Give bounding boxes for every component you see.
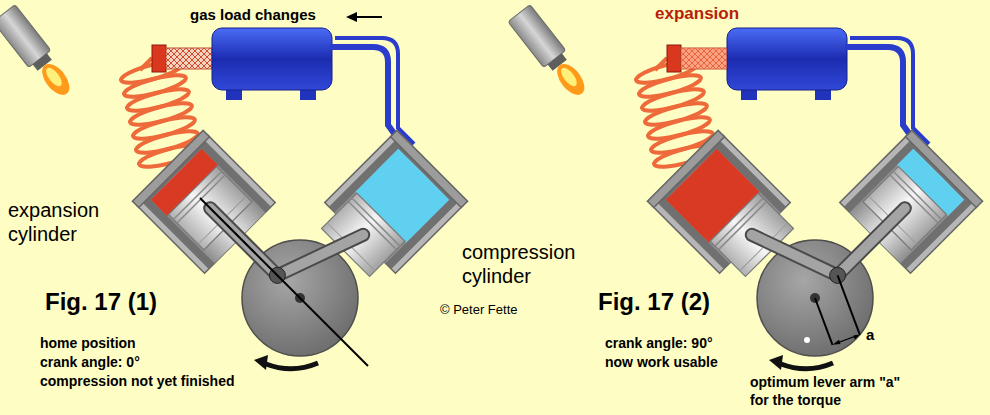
part-name: compression cylinder [462,241,575,287]
dimension-label: a [866,326,874,343]
rotation-arrow [781,363,833,369]
rod-outline [838,208,905,275]
state-note-box: compression not yet finished [40,372,234,390]
figure-number: Fig. 17 (2) [598,288,710,315]
arrow-head [769,355,783,370]
arrow-head [346,12,357,22]
direction-arrow [356,16,382,18]
rod-outline [752,235,838,276]
dimension-arrow [853,335,860,340]
callout-note-box: for the torque [750,392,841,409]
callout-note: optimum lever arm "a" [750,374,900,390]
state-note: now work usable [605,354,718,370]
state-note-box: crank angle: 90° [605,334,713,352]
connecting-rod [277,235,363,276]
flow-note: gas load changes [190,6,316,23]
part-name-box: compression cylinder [462,240,594,288]
state-note-box: now work usable [605,353,718,371]
state-note: crank angle: 90° [605,335,713,351]
dimension-arrow [833,340,841,345]
copyright-note-box: © Peter Fette [440,302,518,318]
state-note-box: crank angle: 0° [40,353,140,371]
callout-note: for the torque [750,392,841,408]
connecting-rod [838,208,905,275]
alignment-line [200,198,368,366]
state-note: expansion [655,4,739,23]
state-note: compression not yet finished [40,373,234,389]
flow-note-box: gas load changes [190,6,316,24]
copyright-note: © Peter Fette [440,302,518,317]
figure-number-box: Fig. 17 (1) [45,288,157,316]
connecting-rod [752,235,838,276]
disc-mark [804,337,810,343]
rotation-arrow [266,363,318,369]
part-name: expansion cylinder [8,199,99,245]
callout-note-box: optimum lever arm "a" [750,374,900,391]
lever-line [838,275,860,334]
lever-line [815,298,833,345]
rod-outline [277,235,363,276]
hot-mesh-glow [681,48,727,69]
dimension-label-box: a [866,326,874,344]
figure-number-box: Fig. 17 (2) [598,288,710,316]
state-note: home position [40,335,136,351]
part-name-box: expansion cylinder [8,198,120,246]
state-note-box: home position [40,334,136,352]
arrow-head [254,355,268,370]
state-note-box: expansion [655,4,739,24]
figure-number: Fig. 17 (1) [45,288,157,315]
state-note: crank angle: 0° [40,354,140,370]
